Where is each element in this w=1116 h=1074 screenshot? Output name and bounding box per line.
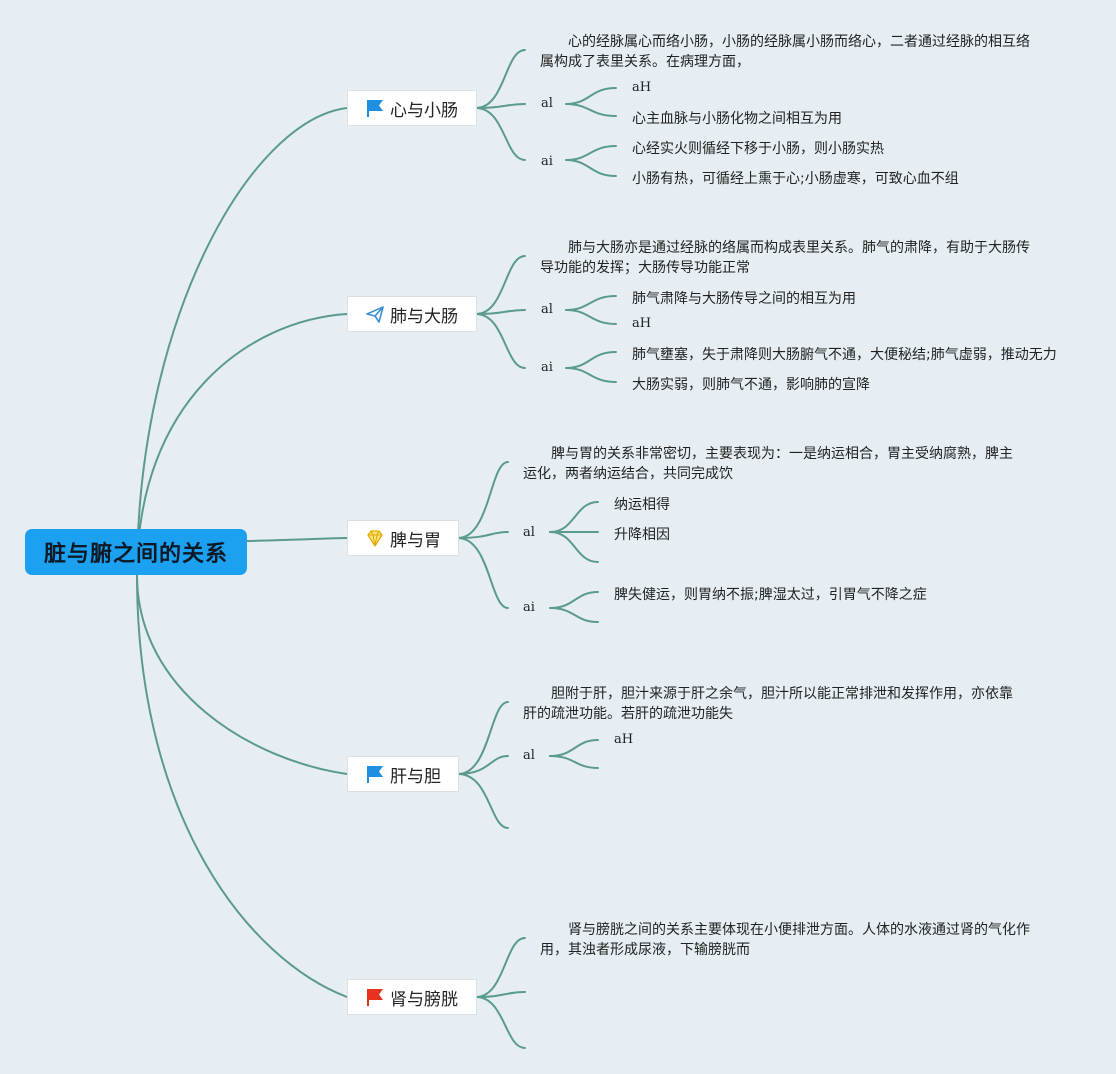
list-item[interactable]: 肺气肃降与大肠传导之间的相互为用	[632, 291, 856, 307]
list-item[interactable]: 脾失健运，则胃纳不振;脾湿太过，引胃气不降之症	[614, 587, 927, 603]
topic-title: 脾与胃	[390, 530, 441, 551]
blue-flag-icon	[364, 763, 386, 785]
group-label[interactable]: al	[523, 525, 535, 540]
topic-paragraph[interactable]: 心的经脉属心而络小肠，小肠的经脉属小肠而络心，二者通过经脉的相互络属构成了表里关…	[540, 34, 1030, 70]
connector-t1-ai-2	[565, 159, 617, 177]
list-item[interactable]: 心主血脉与小肠化物之间相互为用	[632, 111, 842, 127]
connector-t2-ai	[475, 313, 526, 369]
list-item[interactable]: 纳运相得	[614, 497, 670, 513]
topic-title: 肾与膀胱	[390, 989, 458, 1010]
topic-paragraph[interactable]: 胆附于肝，胆汁来源于肝之余气，胆汁所以能正常排泄和发挥作用，亦依靠肝的疏泄功能。…	[523, 686, 1013, 722]
group-label[interactable]: al	[541, 302, 553, 317]
paper-plane-icon	[364, 303, 386, 325]
connector-t3-al	[457, 531, 509, 539]
connector-root-topic-3	[246, 537, 348, 542]
connector-t4-para	[457, 701, 509, 775]
connector-t1-para	[475, 49, 526, 109]
connector-t2-al-1	[565, 295, 617, 311]
list-item[interactable]: 心经实火则循经下移于小肠，则小肠实热	[632, 141, 884, 157]
topic-kidney-bladder[interactable]: 肾与膀胱	[347, 979, 477, 1015]
list-item[interactable]: aH	[632, 316, 652, 331]
connector-t3-para	[457, 461, 509, 539]
connector-t4-al-2	[549, 755, 599, 769]
group-label[interactable]: al	[541, 96, 553, 111]
topic-title: 肝与胆	[390, 766, 441, 787]
connector-root-topic-2	[136, 313, 348, 576]
blue-flag-icon	[364, 97, 386, 119]
topic-title: 心与小肠	[390, 100, 458, 121]
list-item[interactable]: 大肠实弱，则肺气不通，影响肺的宣降	[632, 377, 870, 393]
connector-root-topic-1	[136, 107, 348, 576]
list-item[interactable]: aH	[614, 732, 634, 747]
connector-root-topic-4	[136, 574, 348, 775]
connector-t4-al	[457, 755, 509, 775]
list-item[interactable]: aH	[632, 80, 652, 95]
list-item[interactable]: 小肠有热，可循经上熏于心;小肠虚寒，可致心血不组	[632, 171, 959, 187]
topic-liver-gallbladder[interactable]: 肝与胆	[347, 756, 459, 792]
topic-heart-small-intestine[interactable]: 心与小肠	[347, 90, 477, 126]
connector-t2-al	[475, 309, 526, 315]
connector-t4-extra	[457, 773, 509, 829]
connector-t5-low	[475, 996, 526, 1049]
topic-title: 肺与大肠	[390, 306, 458, 327]
connector-t3-ai-2	[549, 607, 599, 623]
connector-root-topic-5	[136, 574, 348, 998]
topic-paragraph[interactable]: 脾与胃的关系非常密切，主要表现为：一是纳运相合，胃主受纳腐熟，脾主运化，两者纳运…	[523, 446, 1013, 482]
connector-t5-mid	[475, 991, 526, 998]
topic-paragraph[interactable]: 肾与膀胱之间的关系主要体现在小便排泄方面。人体的水液通过肾的气化作用，其浊者形成…	[540, 922, 1030, 958]
connector-t1-ai-1	[565, 145, 617, 161]
connector-t2-para	[475, 255, 526, 315]
connector-t3-al-3	[549, 531, 599, 563]
topic-lung-large-intestine[interactable]: 肺与大肠	[347, 296, 477, 332]
red-flag-icon	[364, 986, 386, 1008]
diamond-icon	[364, 527, 386, 549]
connector-t1-al-2	[565, 103, 617, 117]
connector-t1-al	[475, 103, 526, 109]
connector-t4-al-1	[549, 739, 599, 757]
root-topic[interactable]: 脏与腑之间的关系	[25, 529, 247, 575]
connector-t3-ai-1	[549, 591, 599, 609]
group-label[interactable]: ai	[541, 360, 553, 375]
connector-t3-ai	[457, 537, 509, 609]
connector-t3-al-1	[549, 501, 599, 533]
connector-t2-al-2	[565, 309, 617, 325]
topic-paragraph[interactable]: 肺与大肠亦是通过经脉的络属而构成表里关系。肺气的肃降，有助于大肠传导功能的发挥；…	[540, 240, 1030, 276]
connector-t2-ai-2	[565, 367, 617, 383]
group-label[interactable]: ai	[523, 600, 535, 615]
topic-spleen-stomach[interactable]: 脾与胃	[347, 520, 459, 556]
group-label[interactable]: al	[523, 748, 535, 763]
connector-t2-ai-1	[565, 351, 617, 369]
connector-t5-para	[475, 937, 526, 998]
group-label[interactable]: ai	[541, 154, 553, 169]
list-item[interactable]: 肺气壅塞，失于肃降则大肠腑气不通，大便秘结;肺气虚弱，推动无力	[632, 347, 1057, 363]
list-item[interactable]: 升降相因	[614, 527, 670, 543]
connector-t1-ai	[475, 107, 526, 161]
connector-t1-al-1	[565, 87, 617, 105]
